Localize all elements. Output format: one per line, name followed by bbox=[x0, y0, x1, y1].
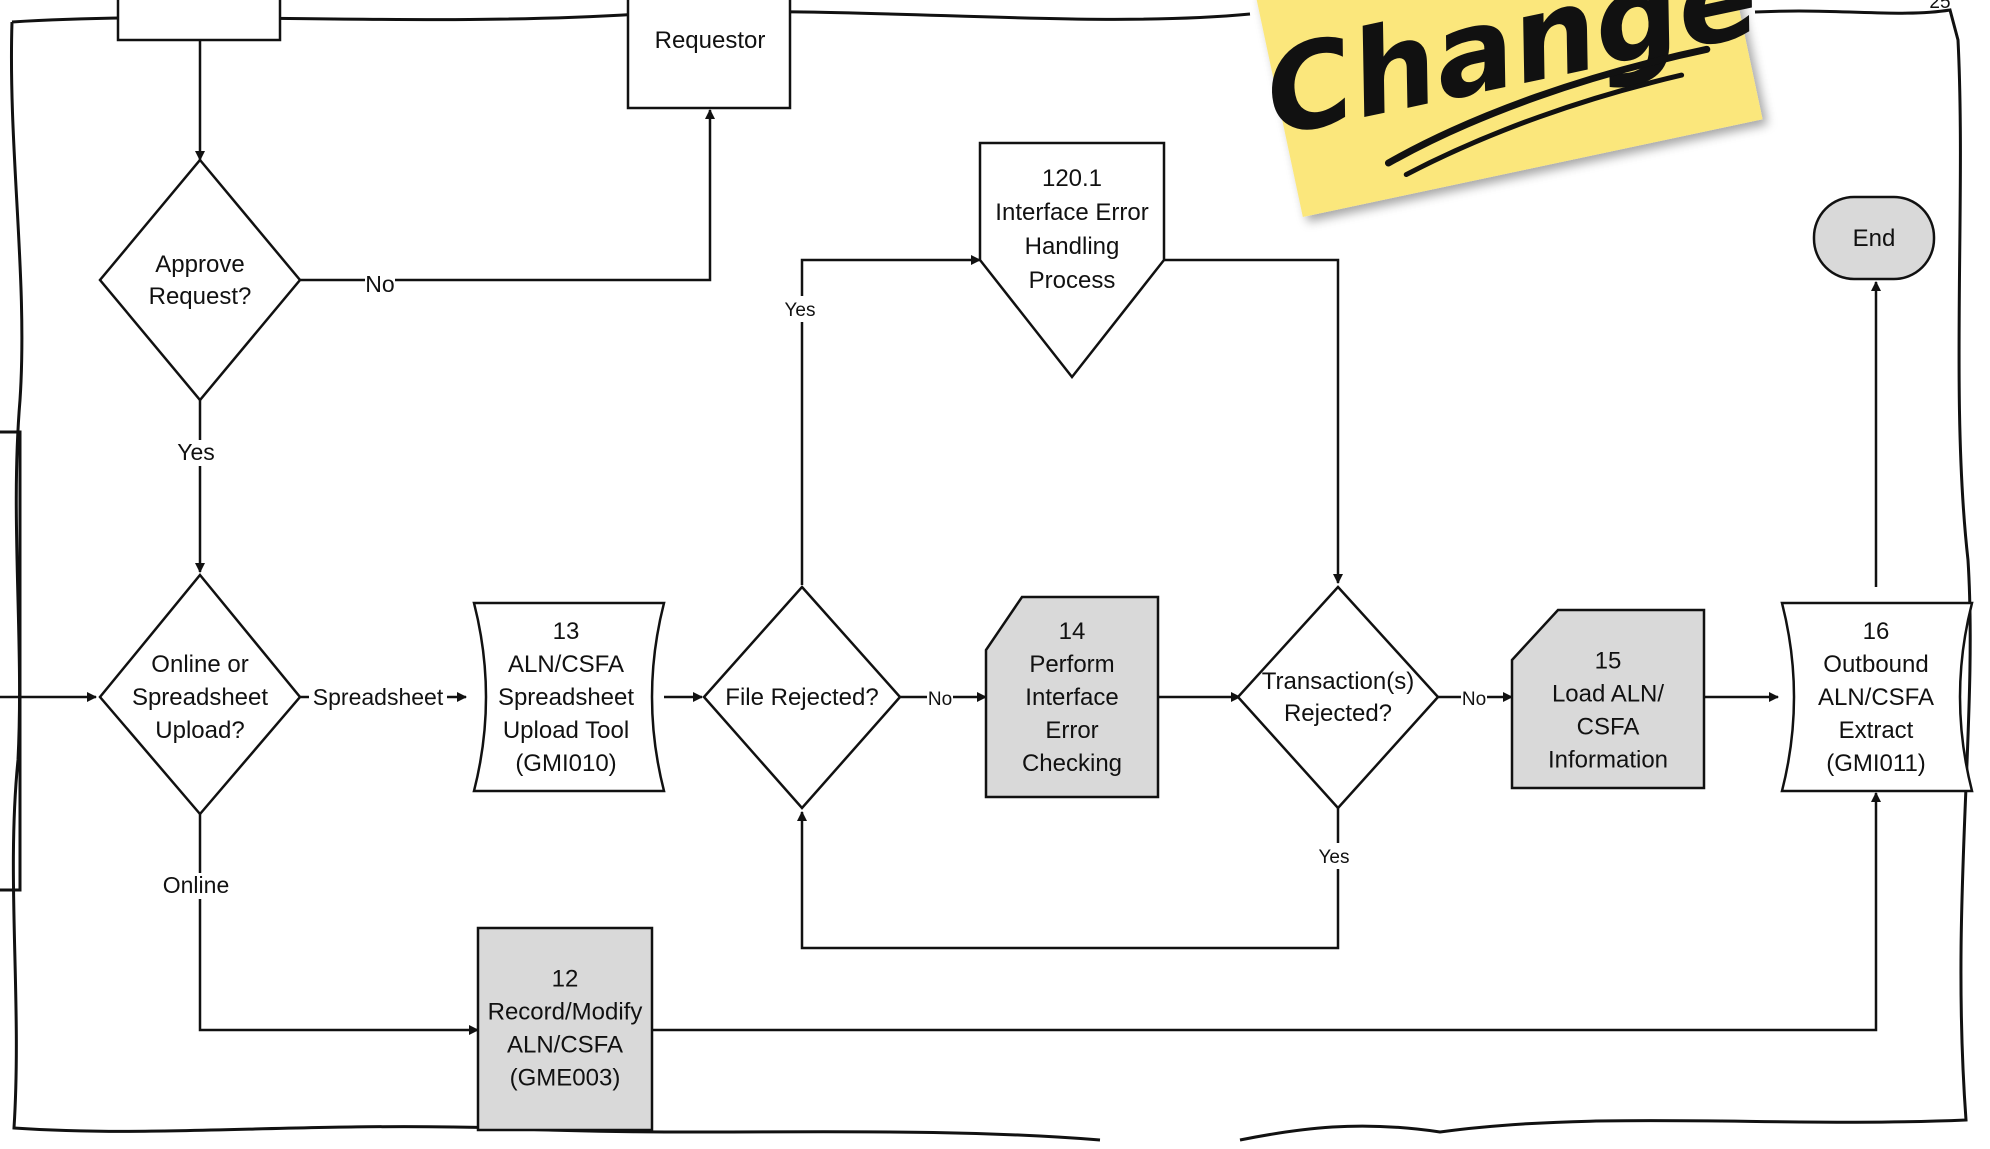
step15-label-line: Load ALN/ bbox=[1552, 681, 1664, 708]
note-underline-2 bbox=[1403, 72, 1685, 178]
edge-label-bg-online bbox=[157, 873, 235, 899]
edge-label-spreadsheet: Spreadsheet bbox=[313, 684, 444, 710]
connector-lines bbox=[0, 40, 1881, 1035]
step16-label-line: Outbound bbox=[1823, 651, 1928, 678]
note-underline bbox=[1384, 45, 1711, 167]
edge-label-approve-no: No bbox=[365, 271, 394, 297]
edge-label-file-no: No bbox=[928, 689, 952, 710]
edge-label-file-yes: Yes bbox=[785, 300, 816, 321]
edge-label-bg-txn-no bbox=[1461, 685, 1487, 711]
step13-document bbox=[472, 601, 666, 793]
step15-label-line: 15 bbox=[1595, 648, 1622, 675]
edge-label-txn-no: No bbox=[1462, 689, 1486, 710]
upload-mode-decision bbox=[98, 573, 302, 816]
file-rejected-label-line: File Rejected? bbox=[725, 684, 878, 711]
step120-label-line: 120.1 bbox=[1042, 165, 1102, 192]
step12-label-line: ALN/CSFA bbox=[507, 1032, 623, 1059]
end-terminator bbox=[1812, 195, 1936, 281]
mode-label-line: Online or bbox=[151, 651, 248, 678]
edge-label-online: Online bbox=[163, 872, 229, 898]
sticky-note-paper bbox=[1255, 0, 1763, 217]
step12-label-line: Record/Modify bbox=[488, 999, 643, 1026]
edge-label-bg-spreadsheet bbox=[309, 685, 447, 711]
step120-label-line: Handling bbox=[1025, 233, 1120, 260]
step13-label-line: Upload Tool bbox=[503, 717, 629, 744]
mode-label-line: Upload? bbox=[155, 717, 244, 744]
step12-process bbox=[476, 926, 654, 1132]
step15-label-line: Information bbox=[1548, 747, 1668, 774]
edge-label-bg-file-yes bbox=[782, 296, 818, 322]
step15-manual-operation bbox=[1510, 608, 1706, 790]
page-number: 25 bbox=[1929, 0, 1950, 13]
step16-label-line: Extract bbox=[1839, 717, 1914, 744]
step120-offpage-connector bbox=[978, 141, 1166, 380]
txn-rejected-label-line: Transaction(s) bbox=[1262, 668, 1414, 695]
step120-label-line: Interface Error bbox=[995, 199, 1148, 226]
step14-label-line: 14 bbox=[1059, 618, 1086, 645]
step16-document bbox=[1780, 601, 1974, 793]
file-rejected-decision bbox=[702, 585, 902, 810]
step16-label-line: ALN/CSFA bbox=[1818, 684, 1934, 711]
step13-label-line: 13 bbox=[553, 618, 580, 645]
previous-step-box bbox=[116, 0, 282, 42]
txn-rejected-label-line: Rejected? bbox=[1284, 700, 1392, 727]
step14-label-line: Checking bbox=[1022, 750, 1122, 777]
step12-label-line: (GME003) bbox=[510, 1065, 621, 1092]
edge-label-bg-txn-yes bbox=[1316, 843, 1352, 869]
mode-label-line: Spreadsheet bbox=[132, 684, 268, 711]
approve-label-line: Approve bbox=[155, 251, 244, 278]
step13-label-line: (GMI010) bbox=[515, 750, 616, 777]
step14-label-line: Error bbox=[1045, 717, 1098, 744]
end-label-line: End bbox=[1853, 225, 1896, 252]
step16-label-line: (GMI011) bbox=[1826, 750, 1926, 777]
edge-label-bg-approve-yes bbox=[175, 440, 217, 466]
sticky-note: Change bbox=[1253, 0, 1770, 217]
requestor-box bbox=[626, 0, 792, 110]
edge-label-approve-yes: Yes bbox=[177, 439, 215, 465]
step13-label-line: Spreadsheet bbox=[498, 684, 634, 711]
step14-label-line: Perform bbox=[1029, 651, 1114, 678]
step13-label-line: ALN/CSFA bbox=[508, 651, 624, 678]
offpage-partial-box bbox=[0, 430, 22, 892]
approve-request-decision bbox=[98, 158, 302, 402]
step12-label-line: 12 bbox=[552, 966, 579, 993]
edge-label-bg-approve-no bbox=[365, 272, 395, 298]
approve-label-line: Request? bbox=[149, 283, 252, 310]
step14-manual-operation bbox=[984, 595, 1160, 799]
step14-label-line: Interface bbox=[1025, 684, 1118, 711]
step120-label-line: Process bbox=[1029, 267, 1116, 294]
requestor-label-line: Requestor bbox=[655, 27, 766, 54]
edge-label-txn-yes: Yes bbox=[1319, 847, 1350, 868]
step16-label-line: 16 bbox=[1863, 618, 1890, 645]
edge-label-bg-file-no bbox=[927, 685, 953, 711]
step15-label-line: CSFA bbox=[1577, 714, 1640, 741]
transaction-rejected-decision bbox=[1236, 585, 1440, 810]
